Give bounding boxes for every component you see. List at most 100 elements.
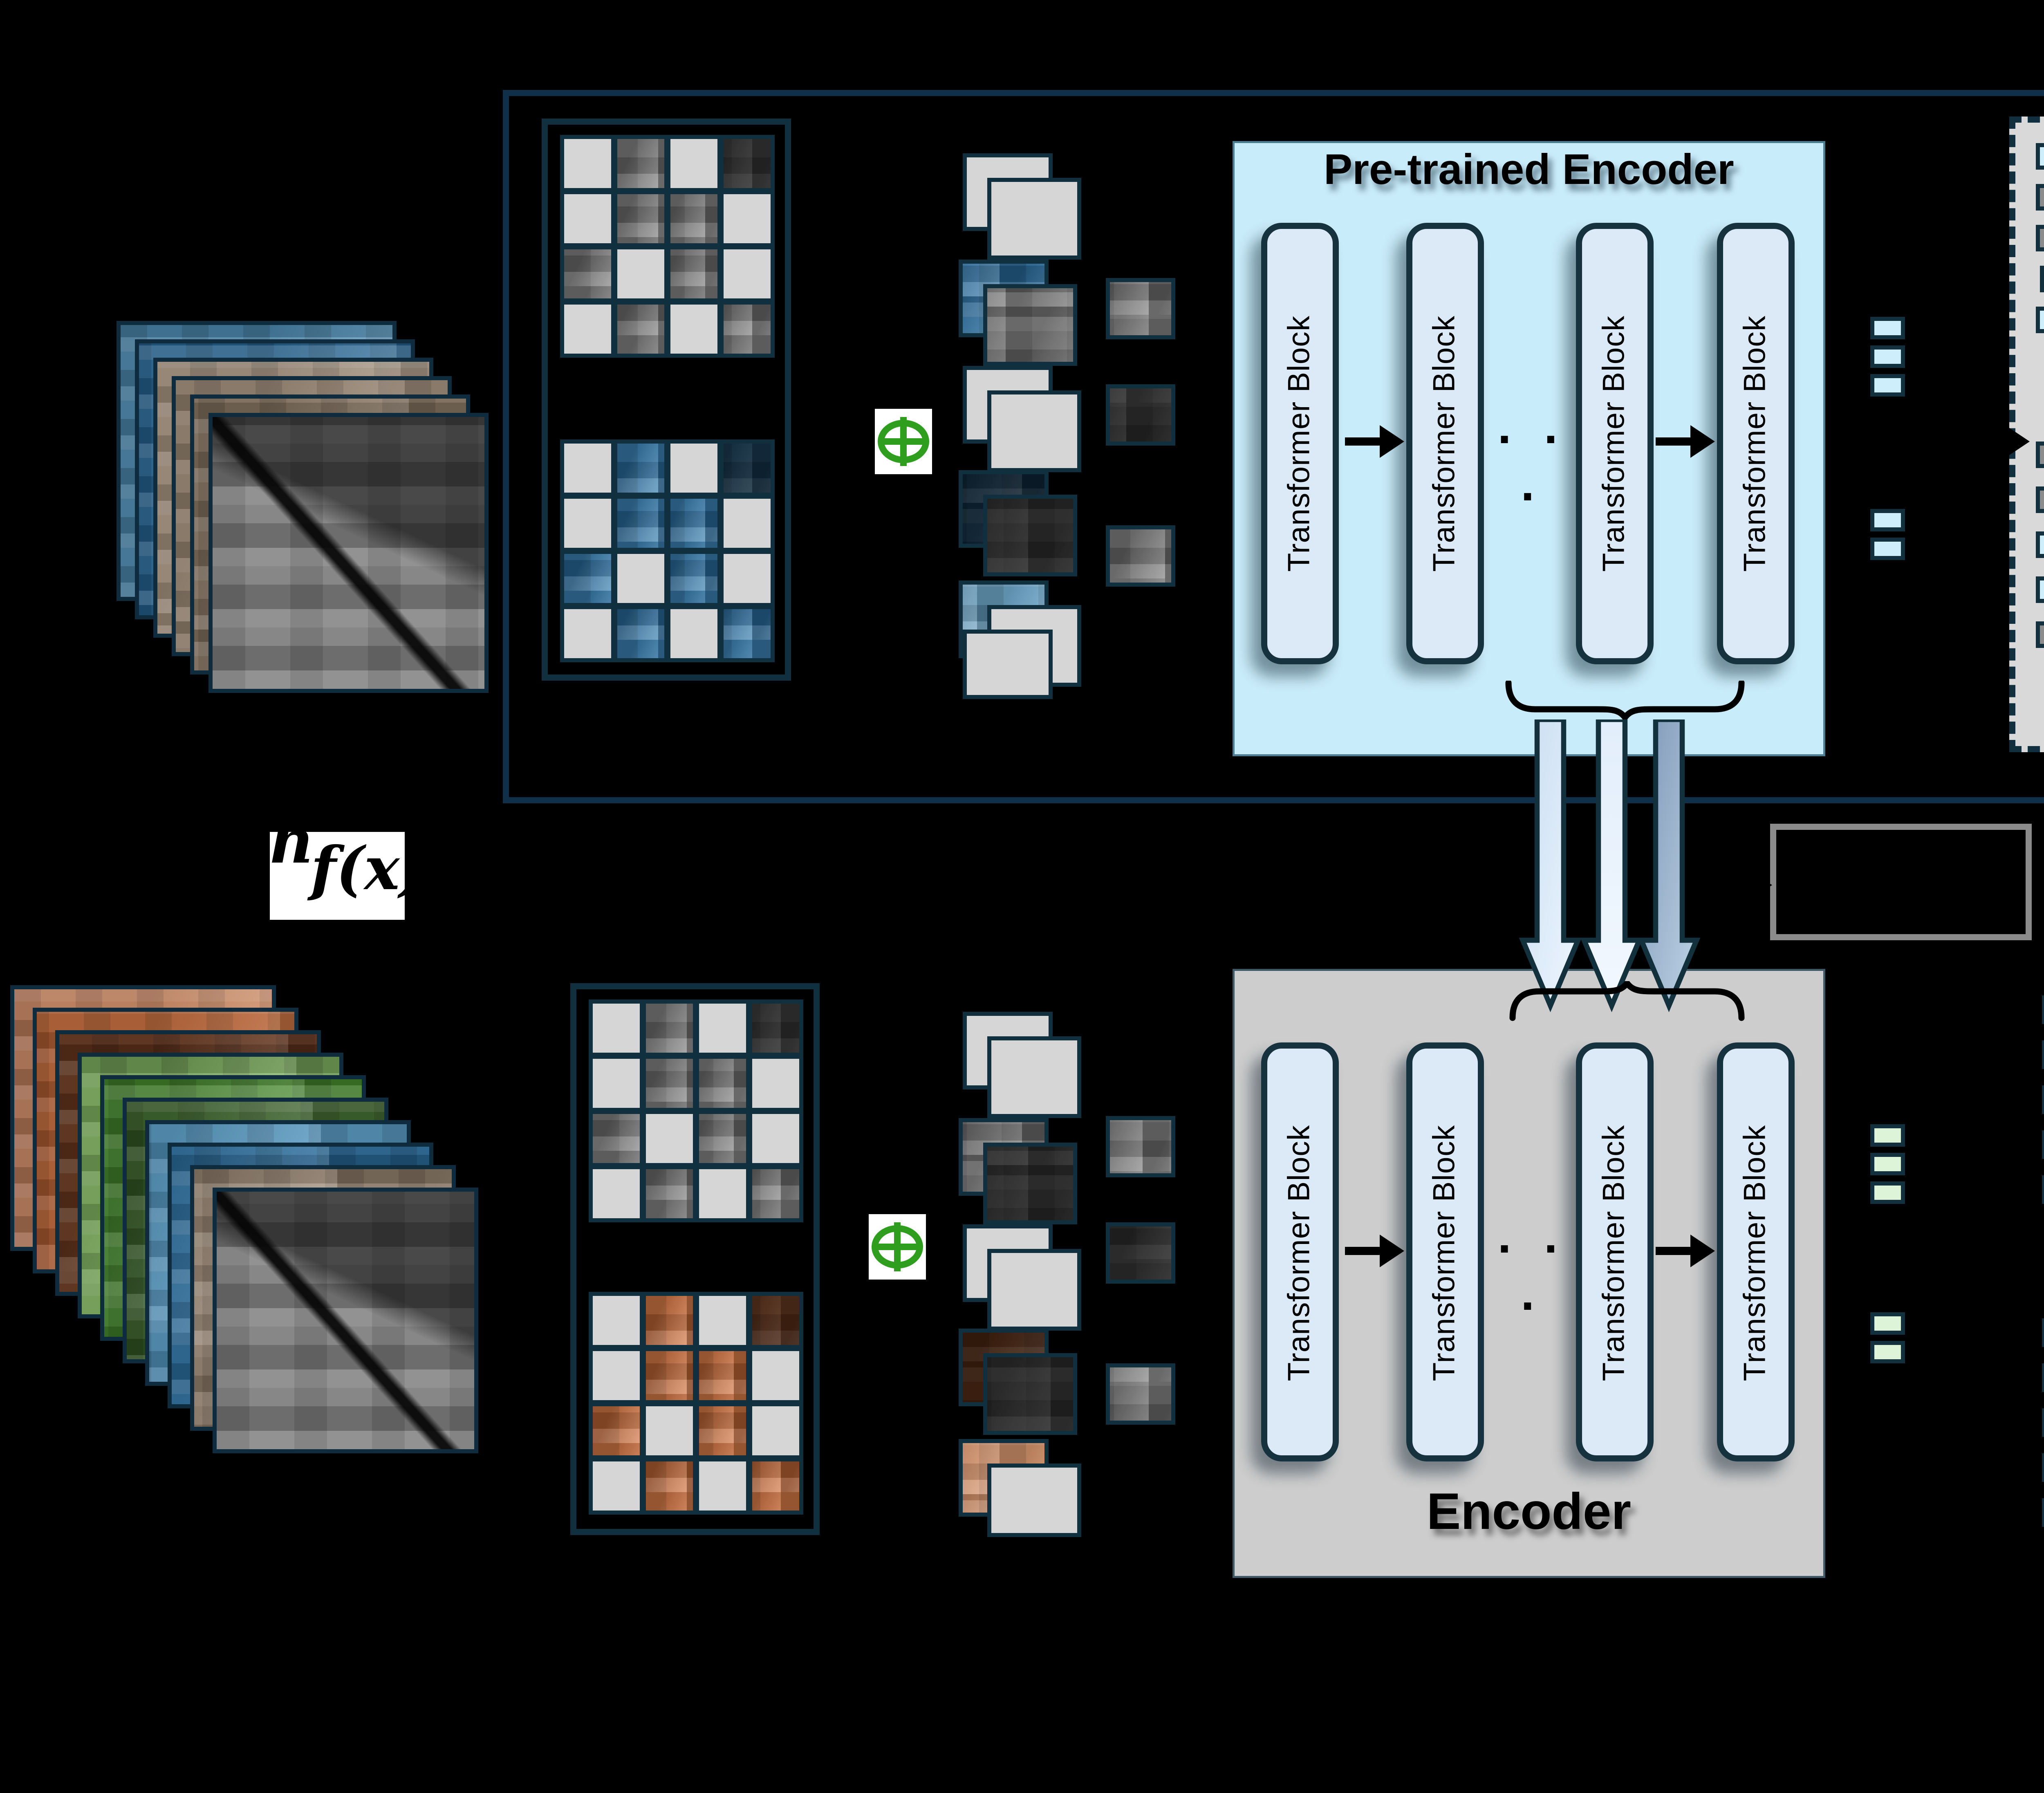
grid-cell-masked [748, 1347, 803, 1404]
arrow-block7-block8 [1656, 1235, 1715, 1267]
grid-cell-masked [589, 1000, 644, 1057]
plus-circle-icon [878, 417, 929, 466]
token-gn [1870, 1312, 1905, 1335]
patch-tile-masked [987, 178, 1081, 260]
grid-cell-image [695, 1402, 750, 1459]
transformer-block-7: Transformer Block [1576, 1042, 1654, 1461]
grid-cell-image [666, 550, 722, 607]
grid-cell-masked [695, 1457, 750, 1515]
transformer-block-2: Transformer Block [1406, 223, 1484, 664]
grid-cell-image [589, 1110, 644, 1167]
plus-circle-box-bottom [869, 1214, 926, 1280]
token-gn [2042, 1453, 2044, 1482]
grid-cell-image [719, 300, 775, 358]
grid-cell-masked [560, 605, 615, 662]
grid-cell-masked [666, 135, 722, 192]
token-gn [1870, 1124, 1905, 1147]
underbrace-pretrained [1505, 681, 1745, 722]
token-gn [2042, 1175, 2044, 1204]
grid-cell-image [560, 245, 615, 303]
token-gy [2042, 1040, 2044, 1069]
grid-cell-image [719, 605, 775, 662]
mask-panel [570, 983, 820, 1535]
grid-cell-image [666, 245, 722, 303]
patch-tile-image [1106, 278, 1175, 339]
grid-cell-image [719, 439, 775, 497]
token-gy [2036, 621, 2044, 648]
grid-cell-image [613, 605, 668, 662]
grid-cell-image [695, 1110, 750, 1167]
token-gy [2040, 266, 2044, 292]
token-gy [2042, 1318, 2044, 1347]
grid-cell-masked [642, 1110, 697, 1167]
grid-cell-masked [719, 245, 775, 303]
grid-cell-image [642, 1000, 697, 1057]
grid-cell-image [642, 1457, 697, 1515]
grid-cell-image [695, 1347, 750, 1404]
grid-cell-image [642, 1347, 697, 1404]
token-gy [2042, 1363, 2044, 1392]
patch-tile-image [1106, 1222, 1175, 1284]
grid-cell-image [642, 1292, 697, 1349]
grid-cell-image [613, 190, 668, 247]
patch-tile-image [983, 495, 1077, 576]
grid-cell-image [719, 135, 775, 192]
grid-cell-image [642, 1165, 697, 1222]
mini-arrowhead [1750, 871, 1772, 899]
grid-cell-masked [666, 605, 722, 662]
fx-label: f(x) [311, 834, 405, 903]
encoder-label: Encoder [1426, 1484, 1632, 1541]
grid-cell-image [748, 1000, 803, 1057]
grid-cell-masked [613, 245, 668, 303]
patch-tile-image [1106, 1363, 1175, 1425]
token-lb [1870, 374, 1905, 397]
grid-cell-masked [589, 1457, 644, 1515]
token-gn [2042, 995, 2044, 1024]
arrow-block5-block6 [1345, 1235, 1404, 1267]
grid-cell-masked [642, 1402, 697, 1459]
patch-tile-masked [963, 630, 1053, 699]
patch-tile-image [983, 1353, 1077, 1435]
grid-cell-image [613, 439, 668, 497]
overbrace-encoder [1509, 981, 1745, 1021]
patch-tile-masked [987, 390, 1081, 472]
grid-cell-masked [748, 1110, 803, 1167]
grid-cell-image [748, 1457, 803, 1515]
grid-cell-masked [589, 1055, 644, 1112]
plus-circle-box-top [875, 409, 932, 474]
grid-cell-image [666, 190, 722, 247]
ellipsis-blocks-top: · · · [1497, 413, 1569, 525]
grid-cell-masked [748, 1402, 803, 1459]
token-gn [1870, 1153, 1905, 1175]
token-gy [2042, 1085, 2044, 1114]
grid-cell-masked [560, 439, 615, 497]
token-lb [2036, 143, 2044, 170]
grid-cell-masked [560, 190, 615, 247]
token-lb [1870, 538, 1905, 560]
grid-cell-masked [748, 1055, 803, 1112]
grid-cell-masked [560, 300, 615, 358]
transformer-block-8: Transformer Block [1717, 1042, 1795, 1461]
patch-tile-image [1106, 384, 1175, 446]
grid-cell-image [666, 495, 722, 552]
grid-cell-masked [560, 495, 615, 552]
transformer-block-5: Transformer Block [1261, 1042, 1339, 1461]
transformer-block-3: Transformer Block [1576, 223, 1654, 664]
grid-cell-image [642, 1055, 697, 1112]
arrow-block1-block2 [1345, 425, 1404, 458]
patch-tile-image [1106, 1116, 1175, 1177]
token-gy [2036, 225, 2044, 251]
token-lb [2036, 531, 2044, 558]
grid-cell-masked [666, 300, 722, 358]
token-lb [1870, 317, 1905, 339]
token-gy [2042, 1498, 2044, 1527]
grid-cell-masked [613, 550, 668, 607]
grid-cell-image [613, 495, 668, 552]
token-lb [1870, 509, 1905, 531]
token-gn [2042, 1408, 2044, 1437]
weight-transfer-arrows [1519, 719, 1701, 1013]
grid-cell-image [748, 1292, 803, 1349]
ellipsis-blocks-bottom: · · · [1497, 1222, 1569, 1335]
grid-cell-image [748, 1165, 803, 1222]
